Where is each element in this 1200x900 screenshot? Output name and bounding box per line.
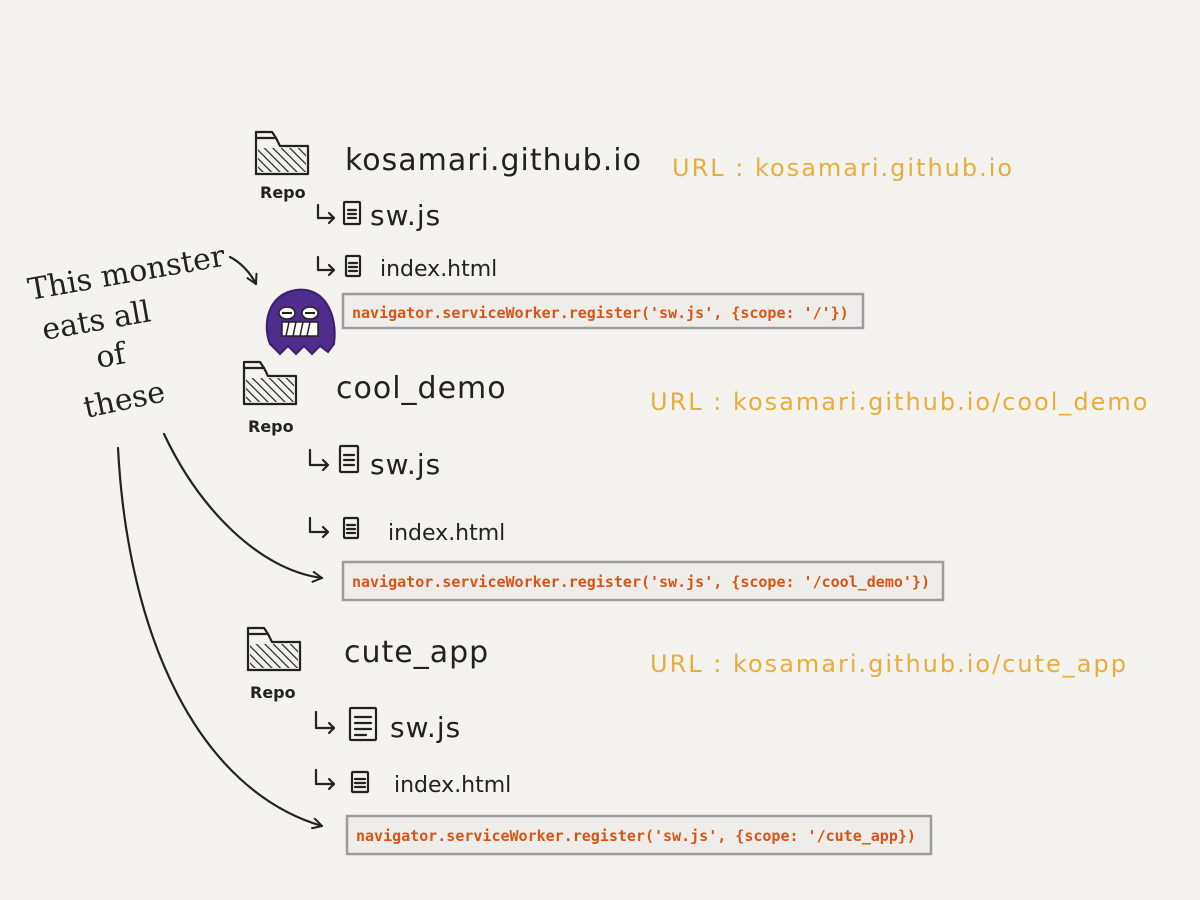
arrow-to-cute-app	[116, 446, 324, 830]
folder-icon	[246, 626, 302, 672]
tree-branch-icon	[308, 516, 330, 539]
file-icon	[344, 254, 362, 278]
tree-branch-icon	[316, 255, 336, 277]
sw-file-name: sw.js	[370, 448, 441, 481]
repo-group-cute-app: Repo cute_app URL : kosamari.github.io/c…	[246, 626, 1128, 856]
sw-file-name: sw.js	[370, 199, 441, 232]
folder-icon	[242, 360, 298, 406]
monster-icon	[265, 288, 336, 356]
code-box: navigator.serviceWorker.register('sw.js'…	[345, 814, 933, 856]
register-code: navigator.serviceWorker.register('sw.js'…	[352, 573, 930, 591]
repo-url: URL : kosamari.github.io	[672, 154, 1014, 182]
annotation-line-4: these	[80, 374, 168, 425]
repo-group-cool-demo: Repo cool_demo URL : kosamari.github.io/…	[242, 360, 1149, 602]
file-icon	[342, 516, 360, 540]
folder-icon	[254, 130, 310, 176]
file-icon	[348, 706, 378, 742]
index-file-name: index.html	[380, 257, 497, 282]
tree-branch-icon	[316, 203, 336, 225]
index-file-name: index.html	[394, 773, 511, 798]
repo-label: Repo	[260, 183, 306, 202]
tree-branch-icon	[314, 768, 336, 791]
file-icon	[342, 200, 362, 226]
repo-label: Repo	[250, 683, 296, 702]
sw-file-name: sw.js	[390, 711, 461, 744]
repo-url: URL : kosamari.github.io/cool_demo	[650, 388, 1149, 416]
repo-url: URL : kosamari.github.io/cute_app	[650, 650, 1128, 678]
index-file-name: index.html	[388, 521, 505, 546]
file-icon	[350, 770, 370, 794]
repo-name: kosamari.github.io	[345, 143, 642, 178]
code-box: navigator.serviceWorker.register('sw.js'…	[341, 292, 865, 330]
tree-branch-icon	[314, 710, 336, 735]
repo-name: cute_app	[344, 635, 489, 670]
register-code: navigator.serviceWorker.register('sw.js'…	[356, 827, 916, 845]
code-box: navigator.serviceWorker.register('sw.js'…	[341, 560, 945, 602]
repo-name: cool_demo	[336, 371, 507, 406]
annotation-note: This monster eats all of these	[25, 239, 228, 426]
arrow-to-monster	[228, 255, 258, 286]
repo-label: Repo	[248, 417, 294, 436]
annotation-line-3: of	[93, 336, 130, 376]
arrow-to-cool-demo	[162, 432, 324, 583]
tree-branch-icon	[308, 448, 330, 472]
register-code: navigator.serviceWorker.register('sw.js'…	[352, 304, 849, 322]
file-icon	[338, 444, 360, 474]
repo-group-kosamari-github-io: Repo kosamari.github.io URL : kosamari.g…	[254, 130, 1014, 330]
